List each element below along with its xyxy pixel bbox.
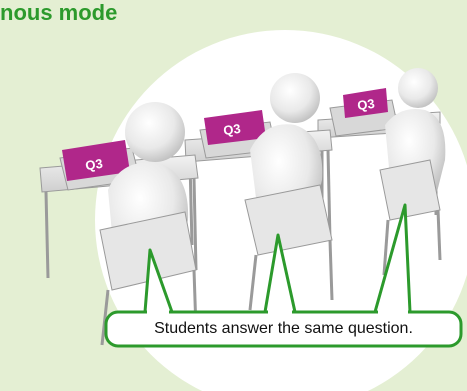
speech-callout bbox=[104, 203, 463, 348]
student-screen-2 bbox=[204, 110, 266, 145]
student-screen-1 bbox=[62, 140, 130, 181]
student-desk-3 bbox=[317, 68, 446, 276]
student-desk-1 bbox=[39, 102, 199, 346]
callout-text: Students answer the same question. bbox=[154, 320, 413, 337]
student-screen-3 bbox=[343, 88, 388, 118]
student-desk-2 bbox=[184, 73, 334, 311]
mode-title: nous mode bbox=[0, 0, 118, 25]
